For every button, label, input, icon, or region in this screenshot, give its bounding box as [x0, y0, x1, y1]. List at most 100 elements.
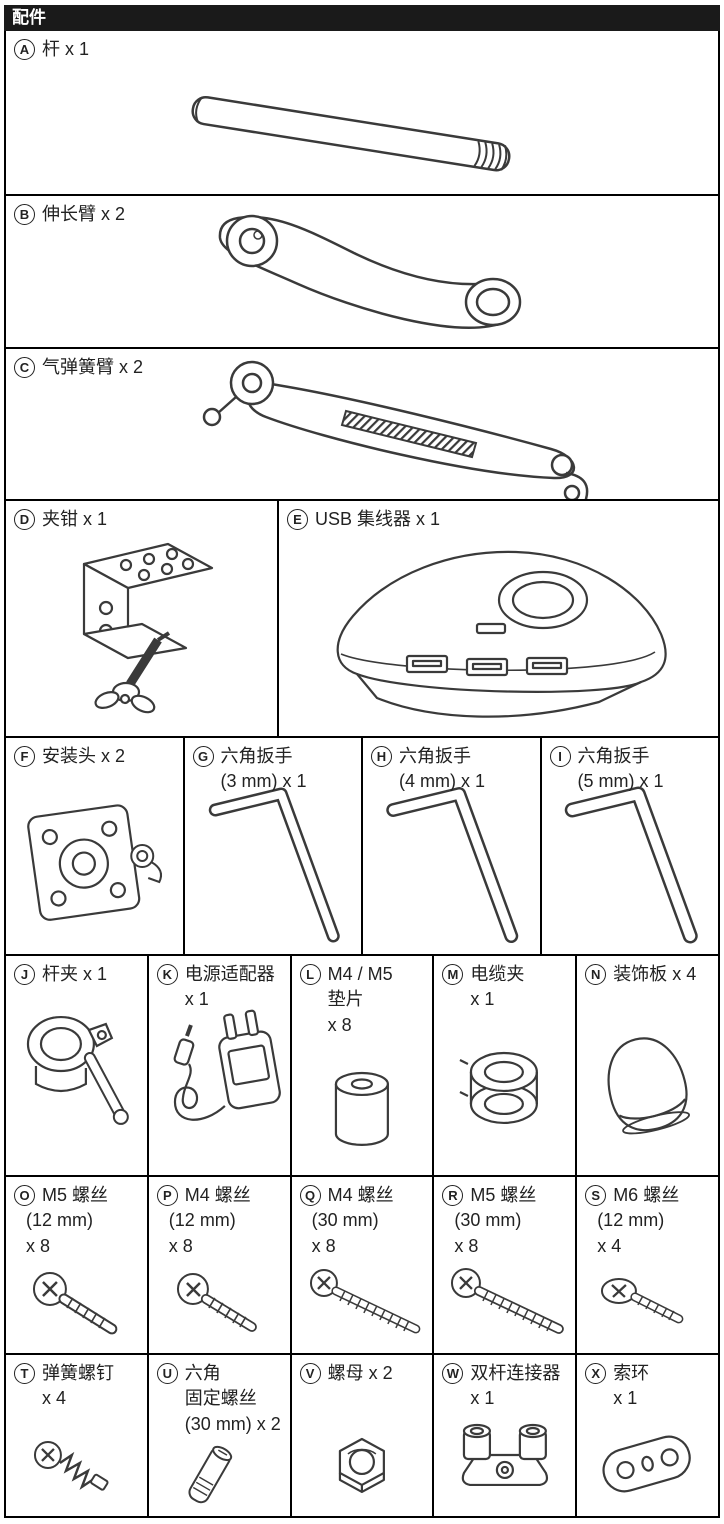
grommet-drawing — [602, 1435, 691, 1493]
part-qty: x 8 — [454, 1235, 479, 1256]
parts-table: A 杆 x 1 — [4, 31, 720, 1518]
part-name: M5 螺丝 — [470, 1185, 537, 1205]
part-cell-c: C 气弹簧臂 x 2 — [6, 349, 718, 499]
table-row: T 弹簧螺钉 x 4 U — [6, 1353, 718, 1516]
table-row: C 气弹簧臂 x 2 — [6, 347, 718, 499]
part-letter-badge: V — [299, 1363, 321, 1385]
part-label: C 气弹簧臂 x 2 — [14, 356, 143, 379]
part-name: M4 螺丝 — [327, 1185, 394, 1205]
part-letter-badge: P — [156, 1185, 178, 1207]
part-qty: x 8 — [311, 1235, 336, 1256]
part-name: 六角扳手 — [220, 746, 293, 766]
part-letter-badge: E — [287, 509, 308, 531]
part-label: X 索环 x 1 — [585, 1362, 649, 1411]
part-label: O M5 螺丝 (12 mm) x 8 — [14, 1184, 108, 1258]
part-letter-badge: O — [14, 1185, 35, 1207]
pole-drawing — [191, 95, 511, 172]
part-label: V 螺母 x 2 — [299, 1362, 393, 1385]
part-name: 伸长臂 x 2 — [42, 204, 126, 224]
part-cell-e: E USB 集线器 x 1 — [277, 501, 718, 736]
part-cell-d: D 夹钳 x 1 — [6, 501, 277, 736]
part-size-qty: (4 mm) x 1 — [399, 771, 486, 792]
part-label: J 杆夹 x 1 — [14, 963, 107, 986]
part-letter-badge: Q — [299, 1185, 321, 1207]
part-qty: x 8 — [26, 1235, 51, 1256]
part-label: G 六角扳手 (3 mm) x 1 — [192, 745, 307, 794]
part-letter-badge: U — [156, 1363, 178, 1385]
part-name-line2: 垫片 — [327, 989, 364, 1010]
part-name: M6 螺丝 — [613, 1185, 680, 1205]
table-row: F 安装头 x 2 — [6, 736, 718, 954]
part-label: P M4 螺丝 (12 mm) x 8 — [156, 1184, 251, 1258]
dual-pole-connector-drawing — [462, 1423, 549, 1487]
part-name: M4 / M5 — [327, 964, 393, 984]
pole-clamp-drawing — [26, 1015, 129, 1125]
part-name: 螺母 x 2 — [327, 1363, 393, 1383]
part-label: W 双杆连接器 x 1 — [442, 1362, 560, 1411]
part-label: A 杆 x 1 — [14, 38, 89, 61]
part-name: 弹簧螺钉 — [42, 1363, 114, 1383]
part-cell-u: U 六角 固定螺丝 (30 mm) x 2 — [146, 1355, 290, 1516]
part-letter-badge: J — [14, 964, 35, 986]
part-label: S M6 螺丝 (12 mm) x 4 — [585, 1184, 679, 1258]
part-cell-x: X 索环 x 1 — [575, 1355, 718, 1516]
part-letter-badge: T — [14, 1363, 35, 1385]
part-size-qty: (5 mm) x 1 — [577, 771, 664, 792]
gas-spring-arm-drawing — [202, 360, 589, 499]
set-screw-drawing — [188, 1445, 232, 1504]
part-letter-badge: B — [14, 204, 35, 226]
part-letter-badge: I — [549, 746, 571, 768]
nut-drawing — [338, 1437, 385, 1494]
screw-long-drawing — [451, 1267, 565, 1334]
part-letter-badge: F — [14, 746, 35, 768]
part-letter-badge: X — [585, 1363, 607, 1385]
part-letter-badge: H — [371, 746, 392, 768]
part-cell-r: R M5 螺丝 (30 mm) x 8 — [432, 1177, 575, 1353]
part-letter-badge: W — [442, 1363, 464, 1385]
part-size: (30 mm) — [311, 1210, 379, 1231]
part-name: 双杆连接器 — [470, 1363, 561, 1383]
part-name: 杆 x 1 — [42, 39, 90, 59]
screw-short-drawing — [32, 1271, 118, 1335]
table-row: D 夹钳 x 1 — [6, 499, 718, 736]
part-size-qty: (3 mm) x 1 — [220, 771, 307, 792]
part-letter-badge: D — [14, 509, 35, 531]
part-cell-i: I 六角扳手 (5 mm) x 1 — [539, 738, 719, 954]
screw-long-drawing — [309, 1268, 420, 1334]
part-qty: x 4 — [597, 1235, 622, 1256]
part-name: M4 螺丝 — [184, 1185, 251, 1205]
part-letter-badge: S — [585, 1185, 607, 1207]
power-adapter-drawing — [173, 1009, 281, 1121]
part-qty: x 1 — [470, 989, 495, 1010]
section-title: 配件 — [4, 5, 720, 31]
table-row: A 杆 x 1 — [6, 31, 718, 194]
cable-clip-drawing — [459, 1051, 539, 1125]
part-cell-k: K 电源适配器 x 1 — [146, 956, 290, 1175]
part-label: B 伸长臂 x 2 — [14, 203, 125, 226]
part-cell-t: T 弹簧螺钉 x 4 — [6, 1355, 147, 1516]
part-cell-s: S M6 螺丝 (12 mm) x 4 — [575, 1177, 718, 1353]
part-name: 安装头 x 2 — [42, 746, 126, 766]
part-label: Q M4 螺丝 (30 mm) x 8 — [299, 1184, 394, 1258]
screw-short-drawing — [176, 1272, 257, 1332]
part-label: E USB 集线器 x 1 — [287, 508, 440, 531]
part-size-qty: (30 mm) x 2 — [184, 1413, 281, 1434]
part-label: U 六角 固定螺丝 (30 mm) x 2 — [156, 1362, 281, 1436]
part-cell-v: V 螺母 x 2 — [289, 1355, 433, 1516]
part-name: 电缆夹 — [470, 964, 525, 984]
part-name: 索环 — [613, 1363, 650, 1383]
spacer-drawing — [334, 1071, 389, 1146]
part-name: 夹钳 x 1 — [42, 509, 108, 529]
part-label: N 装饰板 x 4 — [585, 963, 696, 986]
part-qty: x 4 — [42, 1388, 67, 1409]
part-label: H 六角扳手 (4 mm) x 1 — [371, 745, 485, 794]
part-cell-f: F 安装头 x 2 — [6, 738, 183, 954]
part-cell-b: B 伸长臂 x 2 — [6, 196, 718, 347]
extension-arm-drawing — [218, 214, 522, 329]
part-label: M 电缆夹 x 1 — [442, 963, 524, 1012]
part-letter-badge: G — [192, 746, 214, 768]
table-row: O M5 螺丝 (12 mm) x 8 — [6, 1175, 718, 1353]
part-name: 杆夹 x 1 — [42, 964, 108, 984]
part-name-line2: 固定螺丝 — [184, 1388, 257, 1409]
